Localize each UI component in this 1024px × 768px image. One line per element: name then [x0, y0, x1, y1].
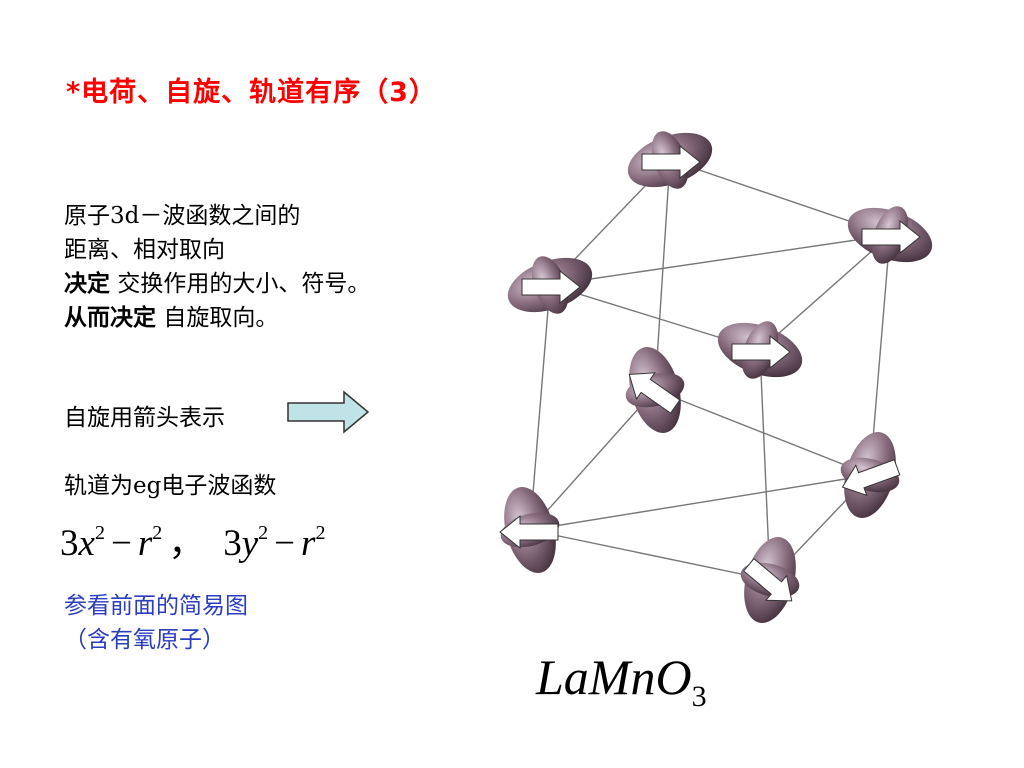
description-line-3-bold: 决定 — [64, 271, 110, 297]
formula-term1-r-exp: 2 — [152, 522, 163, 544]
right-arrow-icon — [287, 390, 370, 434]
note-line-2: （含有氧原子） — [64, 627, 225, 653]
d-orbital-lobe-icon — [499, 487, 560, 573]
formula-term2-coef: 3 — [223, 523, 242, 564]
description-line-4-bold: 从而决定 — [64, 305, 156, 331]
orbital-caption: 轨道为eg电子波函数 — [64, 473, 277, 499]
compound-formula: LaMnO — [536, 649, 692, 705]
d-orbital-lobe-icon — [627, 131, 713, 189]
formula-term2-exp: 2 — [258, 522, 269, 544]
d-orbital-lobe-icon — [840, 432, 901, 518]
formula-minus-1: − — [110, 523, 132, 564]
d-orbital-lobe-icon — [847, 206, 933, 264]
d-orbital-lobe-icon — [717, 321, 803, 379]
lamno3-lattice-figure — [499, 131, 933, 623]
lattice-edges — [529, 159, 891, 581]
formula-term2-r: r — [301, 523, 316, 564]
d-orbital-lobe-icon — [507, 256, 593, 314]
spin-arrow-caption: 自旋用箭头表示 — [64, 405, 225, 431]
formula-term1-r: r — [137, 523, 153, 564]
formula-separator: ， — [168, 523, 206, 564]
formula-term2-r-exp: 2 — [315, 522, 326, 544]
orbital-formula: 3x2−r2，3y2−r2 — [60, 512, 325, 566]
orbitals — [499, 131, 933, 623]
d-orbital-lobe-icon — [740, 537, 800, 623]
description-line-1: 原子3d－波函数之间的 — [64, 203, 301, 229]
formula-term2-var: y — [241, 523, 259, 564]
description-line-2: 距离、相对取向 — [64, 237, 225, 263]
formula-minus-2: − — [274, 523, 296, 564]
formula-term1-exp: 2 — [94, 522, 105, 544]
compound-subscript: 3 — [691, 680, 707, 713]
slide-title: *电荷、自旋、轨道有序（3） — [66, 77, 437, 108]
compound-label: LaMnO3 — [536, 648, 707, 714]
d-orbital-lobe-icon — [625, 347, 685, 433]
formula-term1-coef: 3 — [60, 523, 79, 564]
description-line-3-rest: 交换作用的大小、符号。 — [117, 271, 371, 297]
formula-term1-var: x — [78, 523, 95, 564]
note-line-1: 参看前面的简易图 — [64, 593, 248, 619]
description-line-3: 决定 交换作用的大小、符号。 — [64, 264, 370, 298]
description-line-4: 从而决定 自旋取向。 — [64, 298, 278, 332]
description-line-4-rest: 自旋取向。 — [163, 305, 279, 331]
